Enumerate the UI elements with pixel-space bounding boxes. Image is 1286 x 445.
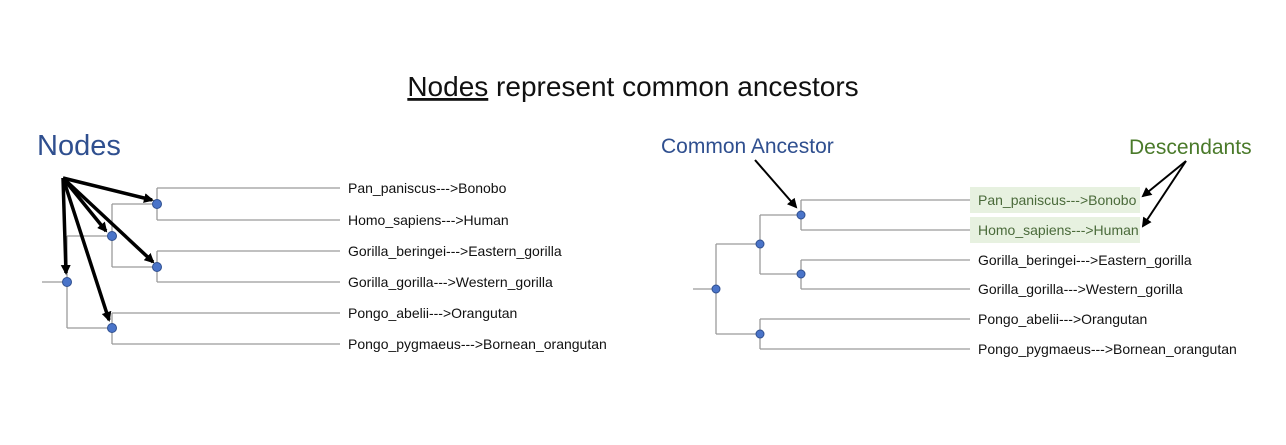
left-leaf-label: Gorilla_beringei--->Eastern_gorilla: [348, 243, 562, 259]
left-leaf-label: Homo_sapiens--->Human: [348, 212, 509, 228]
title-underlined: Nodes: [407, 71, 488, 102]
arrow-to-root-node: [60, 177, 71, 275]
right-panel: Common Ancestor Descendants Pan_pan: [661, 135, 1252, 357]
left-node-root: [62, 277, 72, 287]
right-leaf-label-descendant: Homo_sapiens--->Human: [978, 222, 1139, 238]
arrow-to-common-ancestor-node: [754, 159, 798, 209]
right-node-pongo: [755, 329, 765, 339]
left-node-pan-homo: [152, 199, 162, 209]
right-leaf-label: Gorilla_gorilla--->Western_gorilla: [978, 281, 1183, 297]
right-leaf-label: Pongo_abelii--->Orangutan: [978, 311, 1147, 327]
left-leaf-labels: Pan_paniscus--->Bonobo Homo_sapiens--->H…: [348, 180, 607, 352]
right-nodes: [711, 210, 806, 339]
left-leaf-label: Pan_paniscus--->Bonobo: [348, 180, 507, 196]
left-tree-branches: [42, 187, 340, 345]
nodes-heading: Nodes: [37, 130, 121, 162]
right-leaf-label: Pongo_pygmaeus--->Bornean_orangutan: [978, 341, 1237, 357]
arrow-to-pan-homo-node: [62, 176, 154, 203]
right-tree-branches: [693, 199, 970, 350]
descendants-label: Descendants: [1129, 136, 1252, 159]
common-ancestor-label: Common Ancestor: [661, 135, 834, 158]
right-leaf-label-descendant: Pan_paniscus--->Bonobo: [978, 192, 1137, 208]
title-rest: represent common ancestors: [488, 71, 858, 102]
left-nodes: [62, 199, 162, 333]
right-leaf-label: Gorilla_beringei--->Eastern_gorilla: [978, 252, 1192, 268]
left-node-hominine: [107, 231, 117, 241]
right-node-hominine: [755, 239, 765, 249]
left-leaf-label: Pongo_pygmaeus--->Bornean_orangutan: [348, 336, 607, 352]
descendant-highlight-human: [970, 217, 1140, 243]
left-node-gorilla: [152, 262, 162, 272]
left-node-arrows: [60, 176, 155, 322]
arrow-to-pongo-node: [61, 177, 112, 322]
page-title: Nodes represent common ancestors: [407, 71, 858, 102]
right-node-gorilla: [796, 269, 806, 279]
right-leaf-labels: Pan_paniscus--->Bonobo Homo_sapiens--->H…: [978, 192, 1237, 357]
right-node-pan-homo: [796, 210, 806, 220]
right-node-root: [711, 284, 721, 294]
arrow-to-human-descendant: [1141, 160, 1187, 228]
arrow-to-gorilla-node: [61, 176, 155, 264]
left-panel: Nodes Pan_paniscus--->Bonobo Homo_sapien…: [37, 130, 607, 352]
left-leaf-label: Pongo_abelii--->Orangutan: [348, 305, 517, 321]
left-node-pongo: [107, 323, 117, 333]
right-arrows: [754, 159, 1187, 228]
left-leaf-label: Gorilla_gorilla--->Western_gorilla: [348, 274, 553, 290]
arrow-to-bonobo-descendant: [1141, 160, 1187, 198]
descendant-highlight-bonobo: [970, 187, 1140, 213]
